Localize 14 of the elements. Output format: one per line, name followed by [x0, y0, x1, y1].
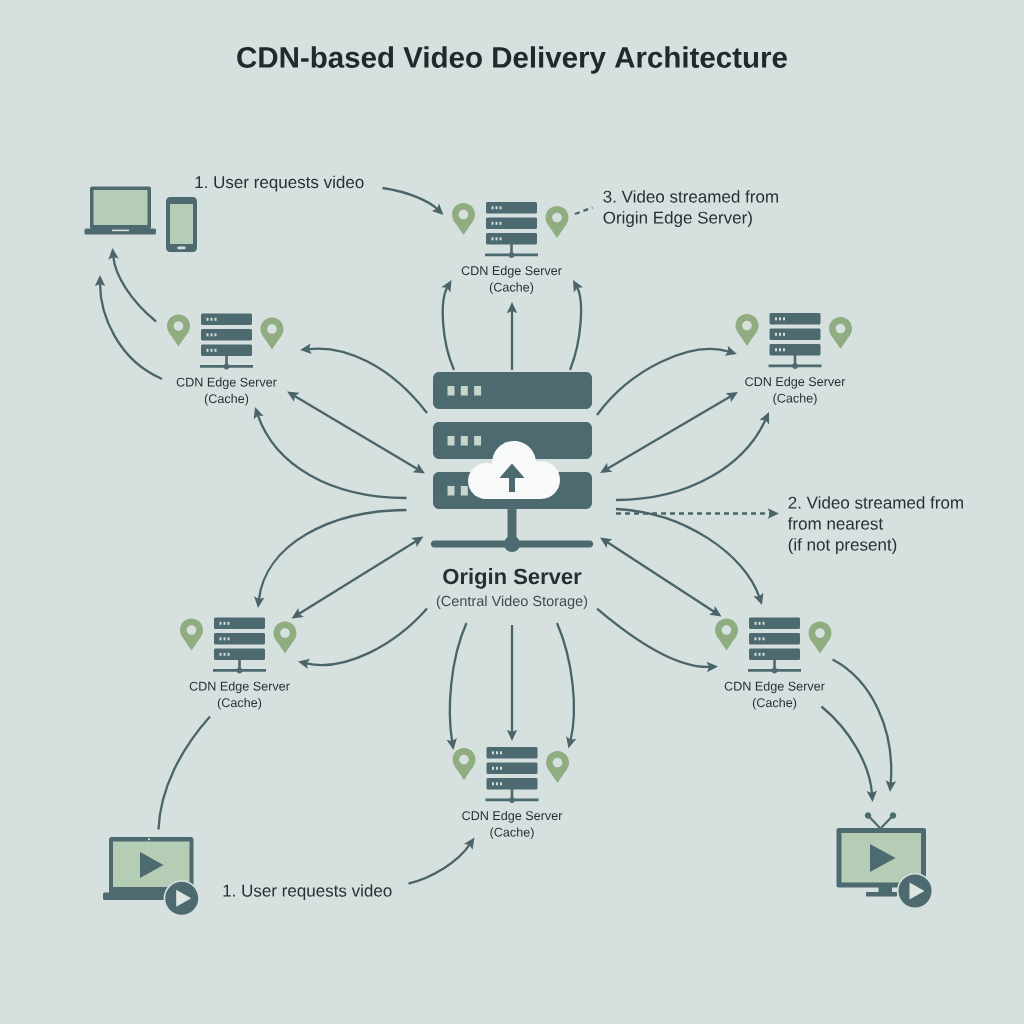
server-label: CDN Edge Server (Cache): [724, 681, 825, 710]
annotation: 2. Video streamed from from nearest (if not present): [787, 496, 963, 555]
annotation: 3. Video streamed from Origin Edge Server): [603, 190, 778, 228]
connector-line: [157, 715, 211, 830]
server-label: CDN Edge Server (Cache): [462, 810, 563, 840]
title: CDN-based Video Delivery Architecture: [237, 46, 787, 74]
server-label: CDN Edge Server (Cache): [189, 681, 290, 710]
dashed-connector-line: [574, 206, 593, 216]
server-label: CDN Edge Server (Cache): [745, 376, 846, 406]
annotation: 1. User requests video: [195, 175, 364, 192]
server-label: CDN Edge Server (Cache): [461, 265, 562, 295]
annotation: 1. User requests video: [223, 884, 392, 901]
server-label: Origin Server (Central Video Storage): [436, 568, 588, 609]
server-label: CDN Edge Server (Cache): [176, 377, 277, 406]
